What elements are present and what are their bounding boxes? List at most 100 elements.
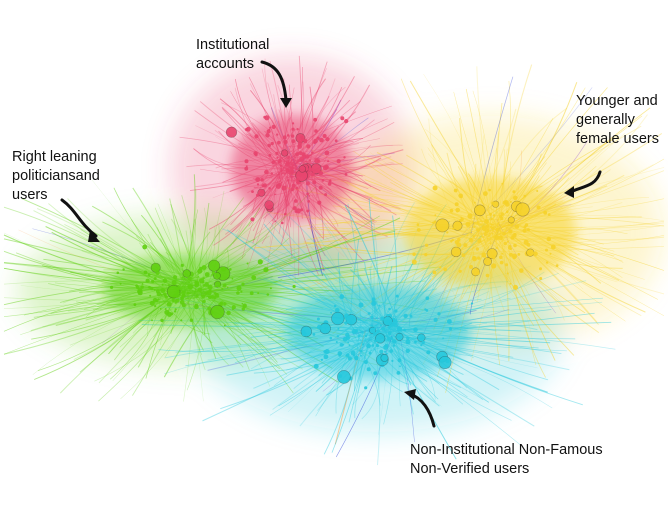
node-right-leaning — [211, 271, 216, 275]
node-institutional — [262, 183, 267, 188]
node-younger-female — [501, 183, 504, 185]
node-right-leaning — [179, 292, 182, 295]
node-institutional — [250, 217, 255, 222]
node-institutional — [296, 181, 299, 184]
node-non-institutional — [323, 350, 327, 354]
label-non-institutional: Non-Institutional Non-Famous Non-Verifie… — [410, 441, 603, 479]
node-non-institutional — [387, 336, 391, 341]
node-institutional — [308, 167, 313, 172]
node-institutional — [324, 150, 330, 156]
node-institutional — [279, 164, 282, 167]
node-right-leaning — [194, 303, 199, 308]
node-right-leaning — [149, 300, 155, 306]
node-non-institutional — [386, 313, 390, 317]
node-right-leaning — [236, 291, 240, 295]
node-non-institutional — [339, 343, 344, 347]
node-institutional — [318, 185, 323, 190]
node-right-leaning — [182, 269, 191, 278]
node-institutional — [282, 135, 287, 140]
node-institutional — [298, 151, 303, 156]
node-right-leaning — [148, 285, 151, 289]
node-non-institutional — [385, 352, 388, 355]
label-institutional-line-1: Institutional — [196, 37, 270, 53]
node-non-institutional — [316, 317, 320, 321]
node-younger-female — [513, 243, 517, 248]
node-younger-female — [485, 273, 490, 278]
node-non-institutional — [348, 344, 351, 347]
node-younger-female — [513, 195, 518, 201]
node-right-leaning — [202, 299, 206, 303]
node-institutional — [257, 188, 266, 197]
node-right-leaning — [110, 285, 114, 289]
node-non-institutional — [329, 336, 333, 340]
node-non-institutional — [364, 386, 368, 390]
node-right-leaning — [207, 284, 213, 290]
node-right-leaning — [142, 244, 148, 250]
node-non-institutional — [362, 343, 365, 346]
node-institutional — [292, 206, 297, 211]
node-younger-female — [482, 255, 485, 258]
node-younger-female — [498, 214, 503, 219]
label-younger-female-line-1: Younger and — [576, 93, 658, 109]
node-right-leaning — [140, 285, 144, 289]
node-institutional — [287, 179, 290, 182]
node-non-institutional — [379, 349, 384, 354]
node-younger-female — [492, 233, 494, 235]
node-non-institutional — [358, 302, 364, 308]
node-non-institutional — [393, 323, 398, 328]
node-institutional — [278, 159, 282, 163]
node-institutional — [286, 134, 290, 137]
node-right-leaning — [181, 290, 186, 295]
node-institutional — [324, 164, 329, 170]
node-institutional — [285, 161, 290, 166]
node-institutional — [264, 200, 274, 210]
label-right-leaning-line-2: politiciansand — [12, 168, 100, 184]
node-institutional — [256, 193, 260, 197]
node-institutional — [306, 144, 311, 149]
node-non-institutional — [386, 319, 390, 324]
node-non-institutional — [395, 294, 399, 298]
node-institutional — [295, 177, 300, 182]
node-institutional — [276, 156, 279, 159]
node-younger-female — [536, 205, 541, 210]
node-right-leaning — [201, 265, 207, 270]
node-institutional — [313, 117, 318, 122]
node-institutional — [270, 141, 274, 146]
node-right-leaning — [150, 262, 161, 273]
node-younger-female — [491, 255, 496, 260]
arrow-institutional — [260, 60, 288, 102]
node-non-institutional — [323, 354, 329, 360]
node-non-institutional — [358, 334, 361, 338]
node-non-institutional — [301, 331, 307, 337]
node-institutional — [284, 173, 286, 175]
node-non-institutional — [391, 339, 397, 344]
node-younger-female — [432, 270, 437, 275]
node-non-institutional — [388, 321, 394, 327]
node-right-leaning — [145, 278, 150, 283]
node-right-leaning — [221, 266, 226, 272]
node-non-institutional — [368, 351, 372, 355]
node-right-leaning — [155, 270, 160, 275]
node-institutional — [245, 165, 248, 168]
node-right-leaning — [187, 276, 192, 281]
node-right-leaning — [207, 306, 212, 311]
node-non-institutional — [366, 343, 371, 349]
node-younger-female — [484, 256, 487, 259]
node-non-institutional — [373, 327, 377, 330]
node-right-leaning — [189, 318, 194, 322]
node-right-leaning — [226, 286, 229, 289]
node-younger-female — [523, 194, 526, 198]
node-younger-female — [509, 282, 512, 285]
node-institutional — [343, 156, 346, 159]
node-non-institutional — [386, 322, 389, 326]
node-non-institutional — [312, 333, 316, 336]
node-institutional — [281, 221, 284, 225]
node-younger-female — [502, 232, 506, 236]
node-younger-female — [506, 272, 509, 275]
node-non-institutional — [424, 308, 427, 311]
label-younger-female-line-3: female users — [576, 131, 660, 147]
node-non-institutional — [421, 340, 425, 345]
node-younger-female — [545, 261, 549, 264]
node-non-institutional — [387, 331, 392, 336]
node-institutional — [284, 212, 287, 216]
